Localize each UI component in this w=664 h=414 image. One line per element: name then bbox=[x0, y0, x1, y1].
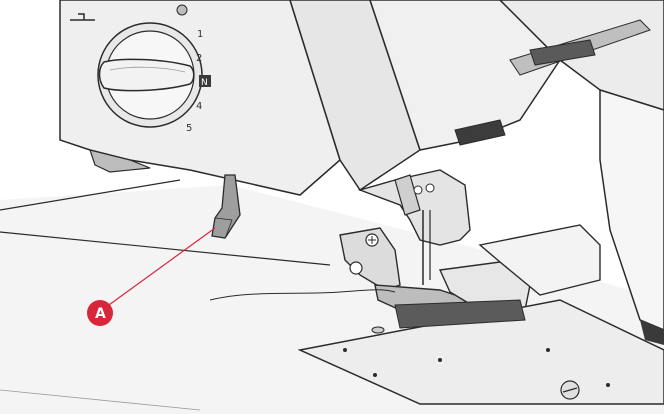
presser-foot-symbol-icon bbox=[70, 13, 95, 21]
dial-number-4: 4 bbox=[196, 101, 202, 112]
callout-marker bbox=[87, 300, 113, 326]
dial-number-5: 5 bbox=[186, 123, 192, 134]
thread-line bbox=[209, 289, 396, 301]
presser-foot-lever bbox=[211, 174, 241, 239]
stitch-dial: 1 2 N 4 5 bbox=[70, 4, 211, 134]
needle-plate bbox=[297, 299, 664, 405]
callout-label: A bbox=[95, 306, 106, 322]
callout-leader-line bbox=[101, 227, 216, 311]
dial-number-n: N bbox=[201, 78, 208, 88]
dial-n-marker bbox=[199, 75, 211, 87]
machine-housing-right bbox=[369, 0, 664, 345]
dial-number-1: 1 bbox=[197, 29, 203, 40]
presser-foot-assembly bbox=[339, 169, 601, 321]
dial-number-2: 2 bbox=[196, 53, 202, 64]
